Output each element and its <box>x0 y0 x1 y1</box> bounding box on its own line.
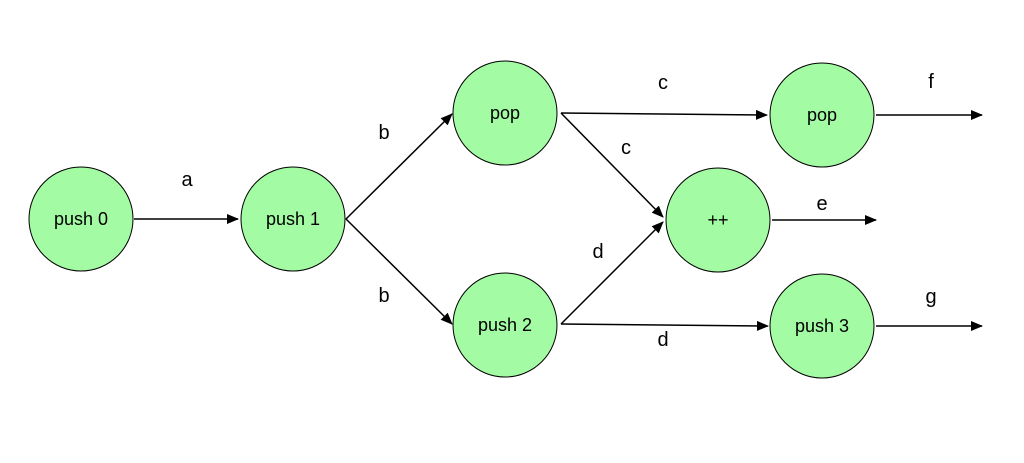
edge-c-diag <box>560 112 664 218</box>
node-increment-circle <box>665 167 771 273</box>
edge-label-g: g <box>925 286 936 308</box>
node-push-2-label: push 2 <box>478 315 532 335</box>
node-increment-label: ++ <box>707 210 728 230</box>
node-pop-upper-circle <box>452 60 558 166</box>
node-push-2: push 2 <box>452 272 558 378</box>
node-push-1: push 1 <box>240 166 346 272</box>
edge-c-top <box>560 109 768 120</box>
edge-d-diag <box>560 221 664 325</box>
node-push-2-circle <box>452 272 558 378</box>
node-pop-right: pop <box>769 62 875 168</box>
edge-label-f: f <box>928 71 934 93</box>
edge-b-upper <box>345 113 453 220</box>
edge-label-b-upper: b <box>378 122 389 144</box>
edge-b-lower <box>345 218 453 325</box>
node-pop-right-circle <box>769 62 875 168</box>
edge-label-d-bottom: d <box>657 329 668 351</box>
edge-label-e: e <box>816 193 827 215</box>
node-push-3-label: push 3 <box>795 316 849 336</box>
node-pop-right-label: pop <box>807 105 837 125</box>
edge-label-d-diag: d <box>592 241 603 263</box>
node-push-0-label: push 0 <box>54 209 108 229</box>
edge-label-b-lower: b <box>378 285 389 307</box>
node-push-3-circle <box>769 273 875 379</box>
node-increment: ++ <box>665 167 771 273</box>
node-push-1-label: push 1 <box>266 209 320 229</box>
node-push-0: push 0 <box>28 166 134 272</box>
node-push-3: push 3 <box>769 273 875 379</box>
node-pop-upper-label: pop <box>490 103 520 123</box>
node-push-0-circle <box>28 166 134 272</box>
edge-label-c-top: c <box>658 72 668 94</box>
edge-label-a: a <box>181 169 193 191</box>
edge-d-bottom <box>560 320 769 331</box>
node-push-1-circle <box>240 166 346 272</box>
node-pop-upper: pop <box>452 60 558 166</box>
edge-label-c-diag: c <box>621 137 631 159</box>
